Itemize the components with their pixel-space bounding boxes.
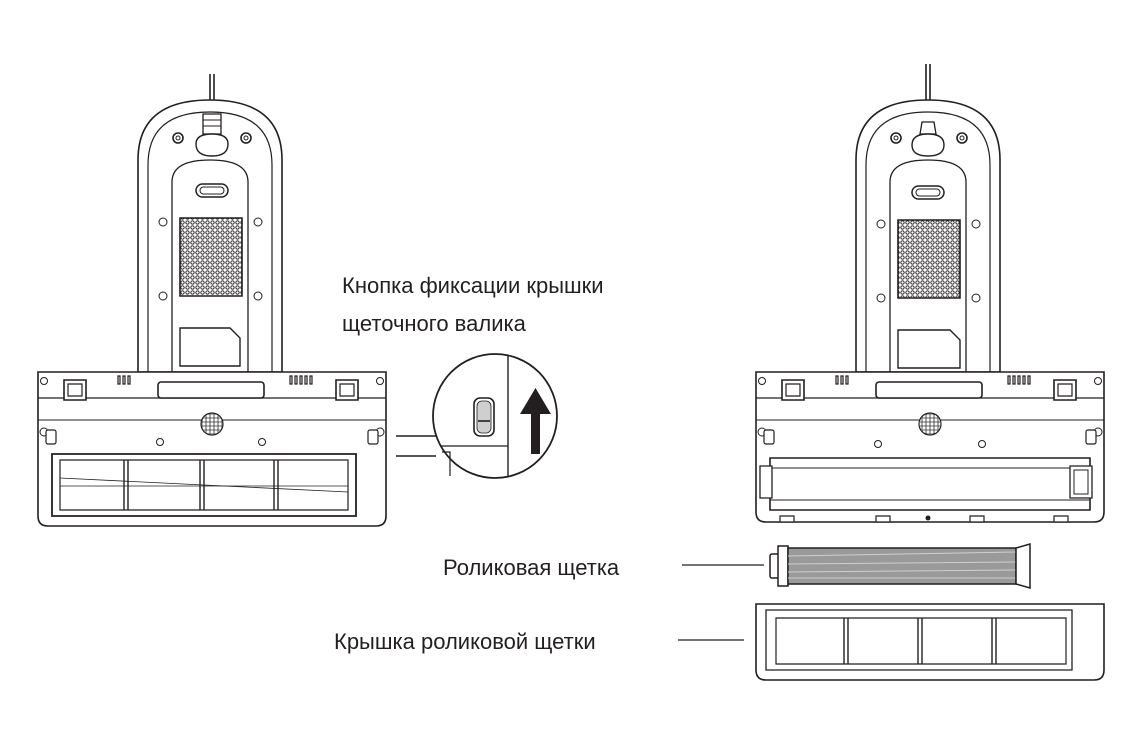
left-device [38, 74, 386, 526]
roller-cover-label: Крышка роликовой щетки [334, 629, 596, 654]
right-device [756, 64, 1104, 522]
roller-brush [770, 544, 1030, 588]
lock-button-label-line2: щеточного валика [342, 311, 526, 336]
roller-brush-label: Роликовая щетка [443, 555, 620, 580]
zoom-circle [433, 354, 557, 478]
lock-button-label-line1: Кнопка фиксации крышки [342, 273, 604, 298]
right-grille [898, 220, 960, 298]
roller-brush-body [788, 548, 1016, 584]
left-grille [180, 218, 242, 296]
right-roller-cavity [770, 458, 1090, 510]
zoom-callout [396, 354, 557, 478]
arrow-up-icon [520, 388, 551, 454]
roller-cover [756, 604, 1104, 680]
